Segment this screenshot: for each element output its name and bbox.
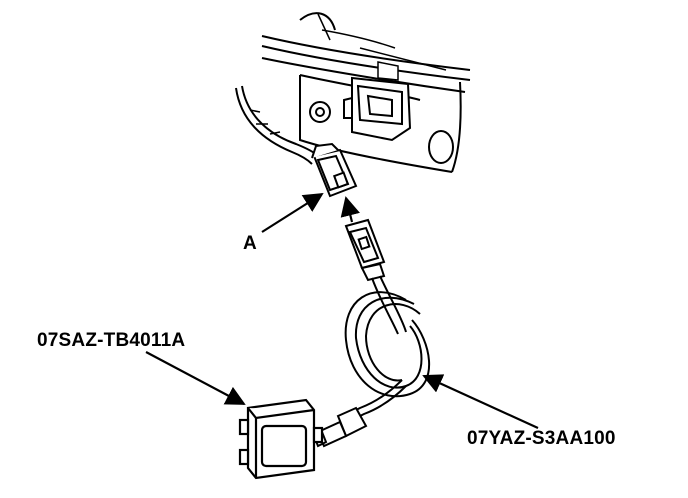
- test-harness-connector: [344, 218, 386, 282]
- label-tool-part-number: 07SAZ-TB4011A: [37, 330, 186, 351]
- arrow-insert: [340, 196, 360, 223]
- mounted-module: [343, 61, 412, 142]
- arrow-a: [261, 192, 324, 233]
- callout-arrows: [145, 192, 539, 430]
- test-tool-box: [238, 398, 324, 480]
- label-connector-a: A: [243, 233, 257, 254]
- arrow-tool: [145, 351, 246, 405]
- connector-a: [311, 142, 358, 198]
- vehicle-wire-harness: [235, 85, 319, 165]
- test-harness-cable: [339, 275, 431, 427]
- arrow-harness: [422, 374, 539, 430]
- label-harness-part-number: 07YAZ-S3AA100: [467, 428, 616, 449]
- vehicle-body-panel: [261, 12, 471, 173]
